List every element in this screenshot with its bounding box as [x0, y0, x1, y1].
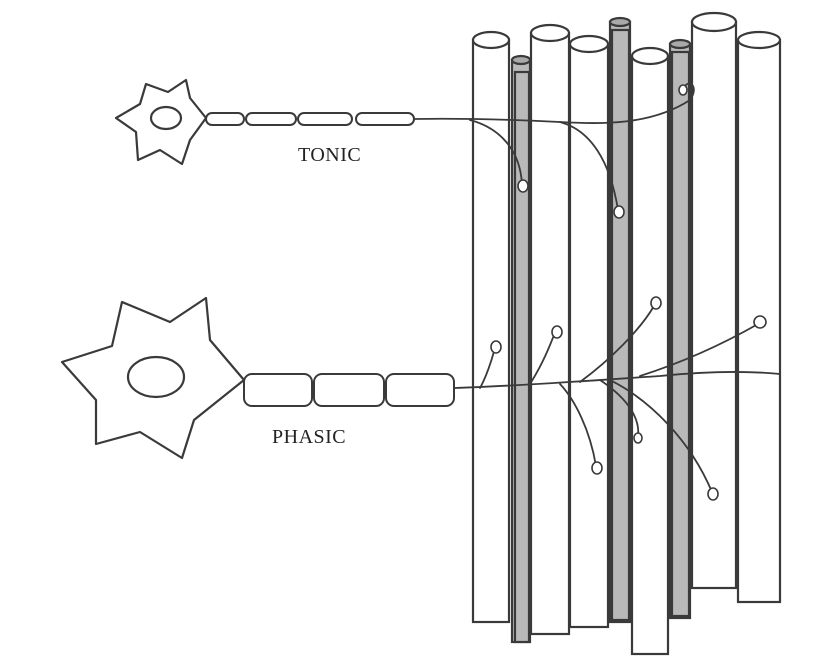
- muscle-fiber: [568, 34, 610, 629]
- tonic-label: TONIC: [298, 144, 362, 166]
- muscle-fiber: [529, 23, 571, 636]
- muscle-fiber: [690, 11, 738, 590]
- muscle-fiber: [471, 30, 511, 624]
- tonic-myelin-sheath: [205, 112, 415, 126]
- muscle-fiber-bundle: [471, 11, 782, 656]
- tonic-cell-body: [114, 78, 208, 166]
- phasic-myelin-sheath: [243, 373, 455, 407]
- tonic-neuron: [114, 78, 695, 219]
- phasic-nucleus: [126, 355, 186, 399]
- phasic-axon-terminals: [453, 296, 781, 501]
- muscle-fiber: [630, 46, 670, 656]
- muscle-fiber: [513, 28, 691, 644]
- phasic-label: PHASIC: [272, 426, 347, 448]
- tonic-axon-terminals: [413, 82, 695, 219]
- phasic-cell-body: [60, 296, 246, 460]
- tonic-nucleus: [149, 105, 183, 131]
- phasic-neuron: [60, 296, 781, 501]
